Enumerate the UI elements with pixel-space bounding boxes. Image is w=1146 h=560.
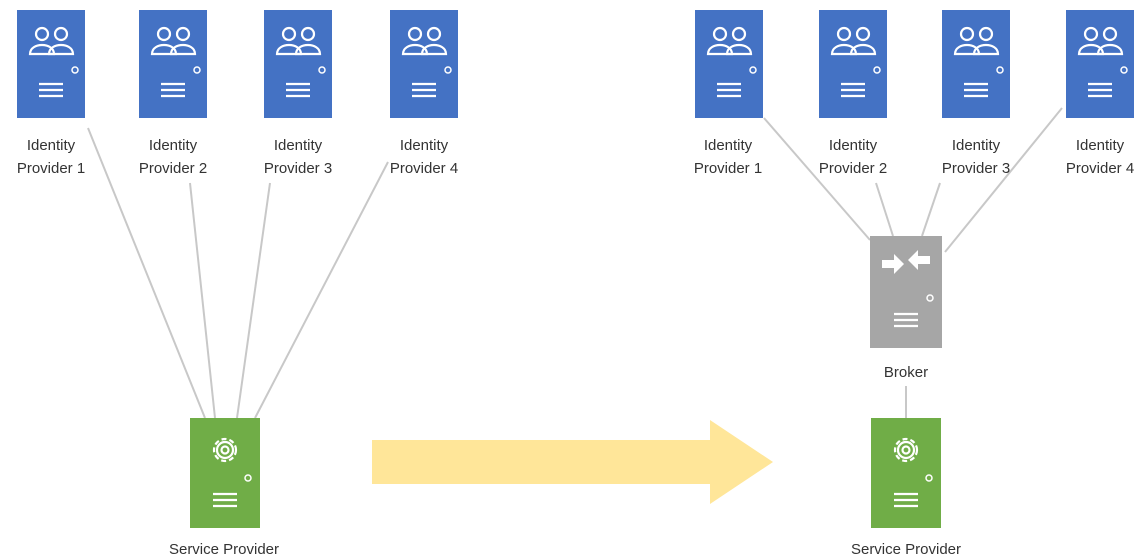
users-icon: [401, 26, 448, 56]
users-icon: [706, 26, 753, 56]
vent-lines: [286, 82, 310, 98]
vent-lines: [1088, 82, 1112, 98]
users-icon: [150, 26, 197, 56]
exchange-arrows-icon: [882, 250, 930, 274]
idp-label-line1: Identity: [149, 137, 198, 154]
idp-label-line1: Identity: [829, 137, 878, 154]
idp-label-line2: Provider 3: [942, 160, 1010, 177]
vent-lines: [894, 492, 918, 508]
idp-label-line1: Identity: [274, 137, 323, 154]
connector-idp1-broker: [763, 117, 871, 241]
left-connectors: [87, 127, 389, 419]
idp-label-line2: Provider 1: [17, 160, 85, 177]
status-dot: [749, 66, 757, 74]
vent-lines: [161, 82, 185, 98]
status-dot: [1120, 66, 1128, 74]
idp-label-line1: Identity: [400, 137, 449, 154]
right-identity-provider-labels: Identity Provider 1 Identity Provider 2 …: [694, 137, 1134, 177]
users-icon: [28, 26, 75, 56]
status-dot: [925, 474, 933, 482]
server-body: [942, 10, 1010, 118]
identity-provider-server: [139, 10, 207, 118]
left-identity-provider-labels: Identity Provider 1 Identity Provider 2 …: [17, 137, 458, 177]
status-dot: [244, 474, 252, 482]
idp-label-line2: Provider 4: [1066, 160, 1134, 177]
vent-lines: [964, 82, 988, 98]
server-body: [190, 418, 260, 528]
vent-lines: [717, 82, 741, 98]
idp-label-line2: Provider 4: [390, 160, 458, 177]
idp-label-line1: Identity: [952, 137, 1001, 154]
service-provider-label: Service Provider: [851, 541, 961, 558]
idp-label-line2: Provider 2: [819, 160, 887, 177]
users-icon: [1077, 26, 1124, 56]
broker-server: [870, 236, 942, 348]
connector-idp3-sp: [236, 182, 271, 419]
users-icon: [830, 26, 877, 56]
users-icon: [275, 26, 322, 56]
right-service-provider-server: [871, 418, 941, 528]
idp-label-line1: Identity: [1076, 137, 1125, 154]
broker-label: Broker: [884, 364, 928, 381]
server-body: [390, 10, 458, 118]
vent-lines: [213, 492, 237, 508]
connector-idp4-broker: [944, 107, 1063, 253]
identity-provider-server: [390, 10, 458, 118]
vent-lines: [39, 82, 63, 98]
identity-provider-server: [942, 10, 1010, 118]
status-dot: [996, 66, 1004, 74]
idp-label-line2: Provider 3: [264, 160, 332, 177]
service-provider-label: Service Provider: [169, 541, 279, 558]
status-dot: [318, 66, 326, 74]
identity-provider-server: [17, 10, 85, 118]
connector-idp4-sp: [254, 161, 389, 419]
idp-label-line1: Identity: [27, 137, 76, 154]
vent-lines: [894, 312, 918, 328]
idp-label-line2: Provider 2: [139, 160, 207, 177]
gear-icon: [893, 437, 919, 463]
left-identity-providers: [17, 10, 458, 118]
right-identity-providers: [695, 10, 1134, 118]
status-dot: [193, 66, 201, 74]
status-dot: [444, 66, 452, 74]
idp-label-line1: Identity: [704, 137, 753, 154]
users-icon: [953, 26, 1000, 56]
status-dot: [71, 66, 79, 74]
server-body: [819, 10, 887, 118]
server-body: [17, 10, 85, 118]
status-dot: [926, 294, 934, 302]
server-body: [1066, 10, 1134, 118]
server-body: [871, 418, 941, 528]
identity-provider-server: [819, 10, 887, 118]
identity-provider-server: [695, 10, 763, 118]
right-connectors: [763, 107, 1063, 418]
vent-lines: [841, 82, 865, 98]
server-body: [695, 10, 763, 118]
connector-idp1-sp: [87, 127, 206, 419]
left-service-provider-server: [190, 418, 260, 528]
connector-idp2-sp: [189, 182, 216, 419]
right-arrow-icon: [372, 420, 773, 504]
vent-lines: [412, 82, 436, 98]
server-body: [264, 10, 332, 118]
connector-idp3-broker: [921, 182, 941, 237]
server-body: [870, 236, 942, 348]
identity-provider-server: [1066, 10, 1134, 118]
server-body: [139, 10, 207, 118]
idp-label-line2: Provider 1: [694, 160, 762, 177]
identity-provider-server: [264, 10, 332, 118]
gear-icon: [212, 437, 238, 463]
status-dot: [873, 66, 881, 74]
connector-idp2-broker: [875, 182, 894, 237]
